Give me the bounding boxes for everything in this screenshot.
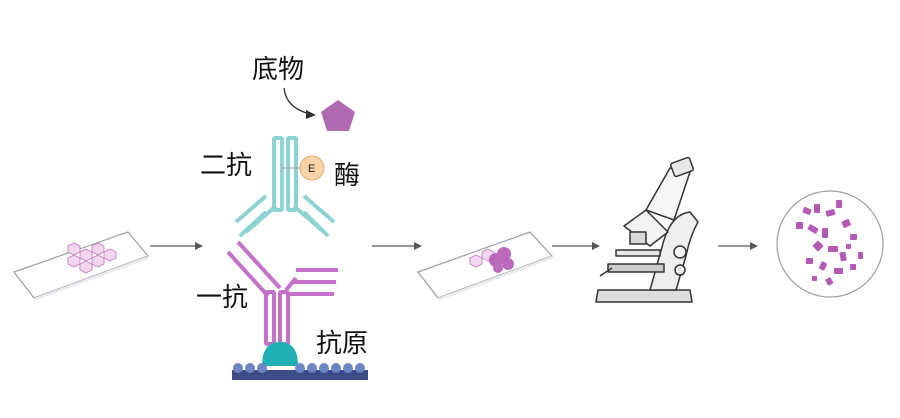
enzyme-symbol: E (308, 163, 315, 175)
surface-icon (232, 363, 368, 380)
primary-antibody-label: 一抗 (196, 283, 248, 313)
microscope-icon (595, 156, 699, 303)
slide-icon (13, 231, 150, 301)
arrow-icon (150, 242, 203, 250)
secondary-antibody-icon (234, 136, 336, 238)
enzyme-label: 酶 (334, 161, 360, 191)
antigen-icon (262, 342, 298, 366)
tissue-cells (67, 242, 117, 274)
enzyme-icon: E (282, 155, 325, 181)
stain-spot (489, 247, 514, 273)
microscope-view-icon (776, 190, 884, 298)
substrate-label: 底物 (252, 55, 304, 85)
arrow-icon (718, 242, 758, 250)
substrate-icon (321, 100, 355, 131)
stained-cells (796, 200, 863, 286)
arrow-icon (372, 242, 422, 250)
arrow-icon (552, 242, 600, 250)
antigen-label: 抗原 (316, 329, 368, 359)
secondary-antibody-label: 二抗 (200, 151, 252, 181)
stained-slide-icon (417, 231, 554, 301)
